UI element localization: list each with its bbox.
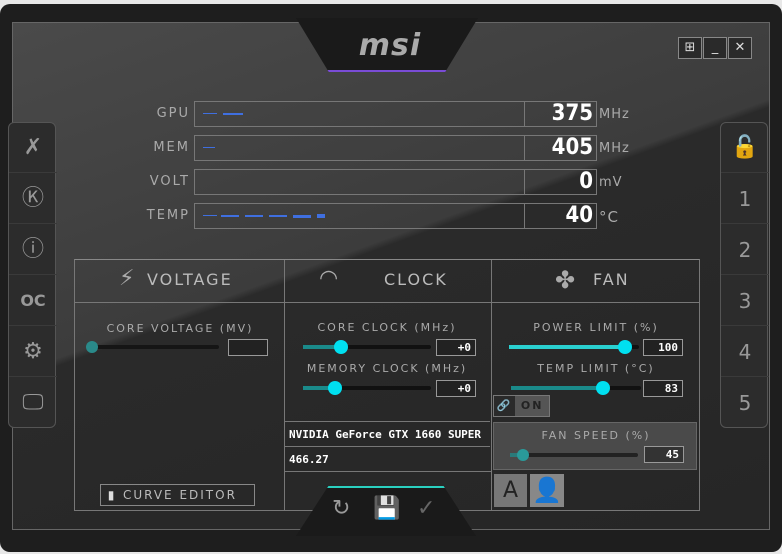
- temp-limit-value[interactable]: 83: [643, 380, 683, 397]
- link-icon: 🔗: [494, 396, 515, 416]
- mem-graph: 405: [194, 135, 597, 161]
- power-limit-label: POWER LIMIT (%): [533, 321, 659, 334]
- temp-graph: 40: [194, 203, 597, 229]
- core-clock-slider[interactable]: [303, 340, 431, 354]
- mem-label: MEM: [153, 140, 190, 155]
- profile-2-button[interactable]: 2: [721, 225, 769, 275]
- apply-icon[interactable]: ✓: [417, 496, 436, 521]
- profile-1-button[interactable]: 1: [721, 174, 769, 224]
- profile-4-button[interactable]: 4: [721, 327, 769, 377]
- fan-icon: ✤: [555, 266, 578, 294]
- fan-speed-value[interactable]: 45: [644, 446, 684, 463]
- reset-icon[interactable]: ↻: [332, 496, 351, 521]
- voltage-title: VOLTAGE: [147, 270, 233, 289]
- core-voltage-value[interactable]: [228, 339, 268, 356]
- close-button[interactable]: ✕: [728, 37, 752, 59]
- core-voltage-slider[interactable]: [86, 341, 219, 353]
- mem-unit: MHz: [599, 141, 630, 156]
- fan-speed-panel: FAN SPEED (%) 45: [493, 422, 697, 470]
- header-plate: [296, 18, 478, 72]
- volt-value: 0: [524, 170, 596, 194]
- gpu-graph: 375: [194, 101, 597, 127]
- bottom-plate: [296, 486, 476, 536]
- temp-limit-label: TEMP LIMIT (°C): [537, 362, 655, 375]
- lightning-icon: ⚡: [119, 266, 137, 291]
- k-boost-icon[interactable]: Ⓚ: [9, 174, 57, 224]
- memory-clock-slider[interactable]: [303, 381, 431, 395]
- power-limit-value[interactable]: 100: [643, 339, 683, 356]
- user-profile-icon[interactable]: 👤: [530, 474, 564, 507]
- profile-3-button[interactable]: 3: [721, 276, 769, 326]
- clock-title: CLOCK: [384, 270, 448, 289]
- volt-unit: mV: [599, 175, 623, 190]
- gpu-value: 375: [524, 102, 596, 126]
- settings-icon[interactable]: ⚙: [9, 327, 57, 377]
- curve-editor-button[interactable]: ▮CURVE EDITOR: [100, 484, 255, 506]
- save-icon[interactable]: 💾: [373, 496, 401, 521]
- memory-clock-value[interactable]: +0: [436, 380, 476, 397]
- info-icon[interactable]: ⓘ: [9, 225, 57, 275]
- fan-auto-button[interactable]: A: [494, 474, 527, 507]
- fan-speed-label: FAN SPEED (%): [541, 429, 651, 442]
- volt-label: VOLT: [149, 174, 190, 189]
- msi-logo: msi: [358, 28, 422, 63]
- profile-5-button[interactable]: 5: [738, 391, 752, 415]
- gpu-name: NVIDIA GeForce GTX 1660 SUPER: [285, 421, 490, 446]
- core-voltage-label: CORE VOLTAGE (MV): [106, 322, 254, 335]
- temp-unit: °C: [599, 208, 619, 226]
- lock-icon[interactable]: 🔓: [721, 123, 769, 173]
- core-clock-value[interactable]: +0: [436, 339, 476, 356]
- oc-scanner-icon[interactable]: ✗: [9, 123, 57, 173]
- oc-icon[interactable]: OC: [9, 276, 57, 326]
- gauge-icon: ◠: [319, 266, 341, 291]
- gpu-unit: MHz: [599, 107, 630, 122]
- bars-icon: ▮: [107, 488, 117, 502]
- left-sidebar: ✗ Ⓚ ⓘ OC ⚙ 🖵: [8, 122, 57, 428]
- monitor-icon[interactable]: 🖵: [22, 390, 44, 415]
- temp-label: TEMP: [146, 208, 190, 223]
- right-sidebar: 🔓 1 2 3 4 5: [720, 122, 769, 428]
- temp-limit-slider[interactable]: [511, 381, 641, 395]
- gpu-label: GPU: [156, 106, 190, 121]
- volt-graph: 0: [194, 169, 597, 195]
- core-clock-label: CORE CLOCK (MHz): [317, 321, 457, 334]
- memory-clock-label: MEMORY CLOCK (MHz): [306, 362, 468, 375]
- power-limit-slider[interactable]: [509, 340, 639, 354]
- controls-panel: ⚡ VOLTAGE CORE VOLTAGE (MV) ▮CURVE EDITO…: [74, 259, 700, 511]
- fan-title: FAN: [593, 270, 630, 289]
- temp-value: 40: [524, 204, 596, 228]
- mem-value: 405: [524, 136, 596, 160]
- windows-button[interactable]: ⊞: [678, 37, 702, 59]
- driver-version: 466.27: [285, 446, 490, 471]
- fan-speed-slider[interactable]: [510, 449, 638, 461]
- link-toggle[interactable]: 🔗 ON: [493, 395, 550, 417]
- minimize-button[interactable]: _: [703, 37, 727, 59]
